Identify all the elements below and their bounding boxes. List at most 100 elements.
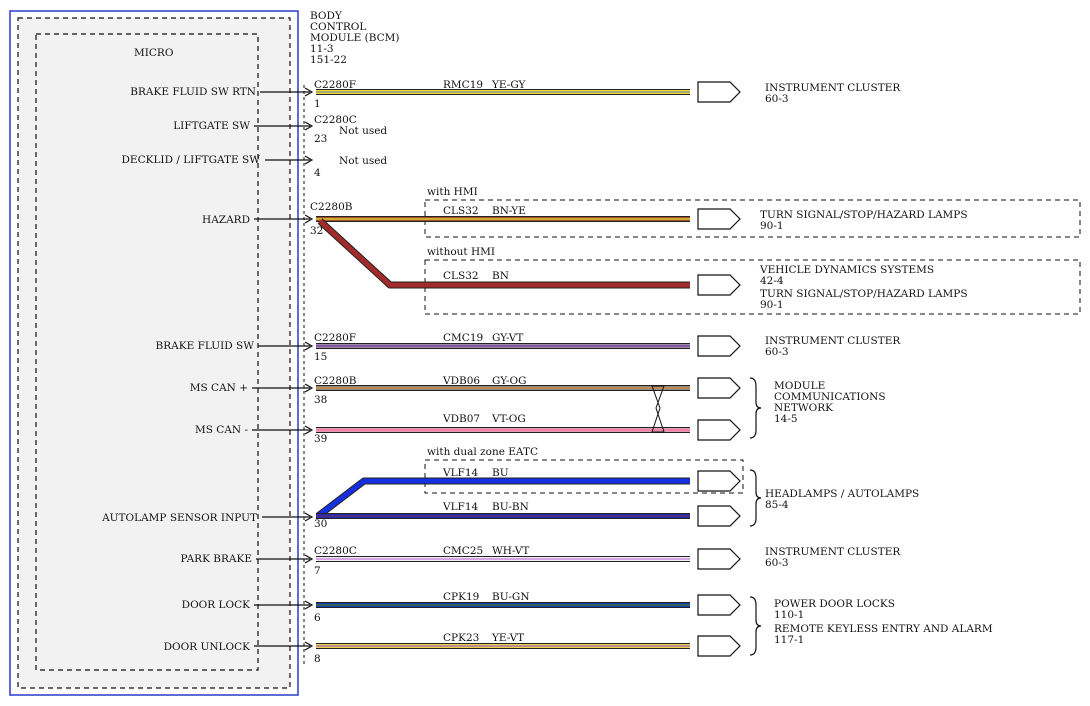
pin-number: 15 (314, 351, 327, 363)
wire-color: GY-VT (492, 332, 523, 344)
destination-ref: 90-1 (760, 220, 784, 232)
connector-id: C2280B (310, 201, 353, 213)
brace-icon (749, 596, 762, 656)
pin-number: 7 (314, 565, 321, 577)
destination-connector-icon (697, 274, 741, 296)
wire-circuit: VLF14 (442, 467, 479, 479)
wire-circuit: VDB06 (442, 375, 480, 387)
pin-number: 8 (314, 653, 321, 665)
connector-arrow-icon (304, 341, 314, 351)
wire-cls32 (318, 219, 690, 288)
connector-arrow-icon (304, 214, 314, 224)
connector-id: C2280C (314, 545, 357, 557)
wire-color: BU-BN (492, 501, 529, 513)
wire-circuit: VDB07 (442, 413, 480, 425)
module-ref-2: 151-22 (310, 54, 347, 66)
pin-label-brake-fluid-sw: BRAKE FLUID SW (156, 340, 255, 352)
pin-number: 32 (310, 225, 323, 237)
pin-label-ms-can-plus: MS CAN + (190, 382, 248, 394)
pin-label-park-brake: PARK BRAKE (181, 553, 253, 565)
wire-color: BU (492, 467, 509, 479)
destination-ref: 90-1 (760, 299, 784, 311)
pin-number: 39 (314, 433, 327, 445)
wire-color: YE-GY (491, 79, 527, 91)
destination-ref: 60-3 (765, 93, 789, 105)
connector-id: C2280F (314, 332, 356, 344)
dual-zone-eatc-box (424, 459, 744, 494)
connector-arrow-icon (304, 121, 314, 131)
connector-arrow-icon (304, 383, 314, 393)
without-hmi-label: without HMI (427, 246, 495, 258)
micro-label: MICRO (134, 47, 174, 59)
pin-label-autolamp: AUTOLAMP SENSOR INPUT (101, 512, 257, 524)
pin-number: 1 (314, 98, 321, 110)
with-hmi-label: with HMI (427, 186, 478, 198)
destination-ref: 42-4 (760, 275, 784, 287)
connector-arrow-icon (304, 512, 314, 522)
pin-label-brake-fluid-sw-rtn: BRAKE FLUID SW RTN (130, 86, 256, 98)
destination-name: HEADLAMPS / AUTOLAMPS (765, 488, 919, 500)
wire-color: VT-OG (491, 413, 526, 425)
destination-connector-icon (697, 548, 741, 570)
destination-name: TURN SIGNAL/STOP/HAZARD LAMPS (760, 288, 968, 300)
pin-label-liftgate-sw: LIFTGATE SW (173, 120, 250, 132)
with-hmi-box (424, 199, 1081, 238)
wire-circuit: CLS32 (443, 270, 479, 282)
connector-arrow-icon (304, 554, 314, 564)
destination-name: MODULE (774, 380, 825, 392)
destination-connector-icon (697, 208, 741, 230)
micro-boundary (35, 33, 259, 671)
connector-arrow-icon (304, 87, 314, 97)
destination-name: TURN SIGNAL/STOP/HAZARD LAMPS (760, 209, 968, 221)
not-used-note: Not used (339, 125, 387, 137)
dual-zone-eatc-label: with dual zone EATC (427, 446, 538, 458)
wire-circuit: CPK19 (443, 591, 479, 603)
destination-connector-icon (697, 635, 741, 657)
wire-circuit: CMC19 (443, 332, 483, 344)
destination-ref: 60-3 (765, 557, 789, 569)
pin-number: 30 (314, 518, 327, 530)
wire-color: BN-YE (492, 205, 526, 217)
destination-name: INSTRUMENT CLUSTER (765, 546, 901, 558)
brace-icon (749, 377, 762, 439)
wire-color: BU-GN (492, 591, 530, 603)
pin-number: 38 (314, 394, 327, 406)
module-name-line-3: MODULE (BCM) (310, 32, 400, 44)
module-name-line-2: CONTROL (310, 21, 366, 33)
wire-circuit: CPK23 (443, 632, 479, 644)
destination-name: INSTRUMENT CLUSTER (765, 82, 901, 94)
destination-connector-icon (697, 81, 741, 103)
connector-arrow-icon (304, 425, 314, 435)
connector-arrow-icon (304, 600, 314, 610)
module-name-line-1: BODY (310, 10, 343, 22)
pin-number: 6 (314, 612, 321, 624)
wire-circuit: VLF14 (442, 501, 479, 513)
destination-connector-icon (697, 419, 741, 441)
wire-color: GY-OG (492, 375, 527, 387)
destination-connector-icon (697, 505, 741, 527)
wire-circuit: CLS32 (443, 205, 479, 217)
wire-circuit: CMC25 (443, 545, 483, 557)
destination-ref: 117-1 (774, 634, 804, 646)
destination-name: INSTRUMENT CLUSTER (765, 335, 901, 347)
brace-icon (749, 469, 762, 527)
destination-ref: 14-5 (774, 413, 798, 425)
wire-color: WH-VT (492, 545, 529, 557)
destination-name: REMOTE KEYLESS ENTRY AND ALARM (774, 623, 993, 635)
pin-label-ms-can-minus: MS CAN - (195, 424, 248, 436)
wire-vlf14-bu (316, 478, 690, 518)
destination-connector-icon (697, 335, 741, 357)
bcm-inner-boundary (17, 17, 291, 689)
wire-color: BN (492, 270, 509, 282)
destination-connector-icon (697, 377, 741, 399)
twisted-pair-icon (651, 385, 665, 433)
wire-circuit: RMC19 (443, 79, 483, 91)
module-ref-1: 11-3 (310, 43, 334, 55)
pin-label-door-unlock: DOOR UNLOCK (164, 641, 251, 653)
destination-name: VEHICLE DYNAMICS SYSTEMS (759, 264, 934, 276)
destination-ref: 110-1 (774, 609, 804, 621)
destination-name: POWER DOOR LOCKS (774, 598, 895, 610)
connector-id: C2280F (314, 79, 356, 91)
wire-color: YE-VT (491, 632, 524, 644)
connector-arrow-icon (304, 155, 314, 165)
